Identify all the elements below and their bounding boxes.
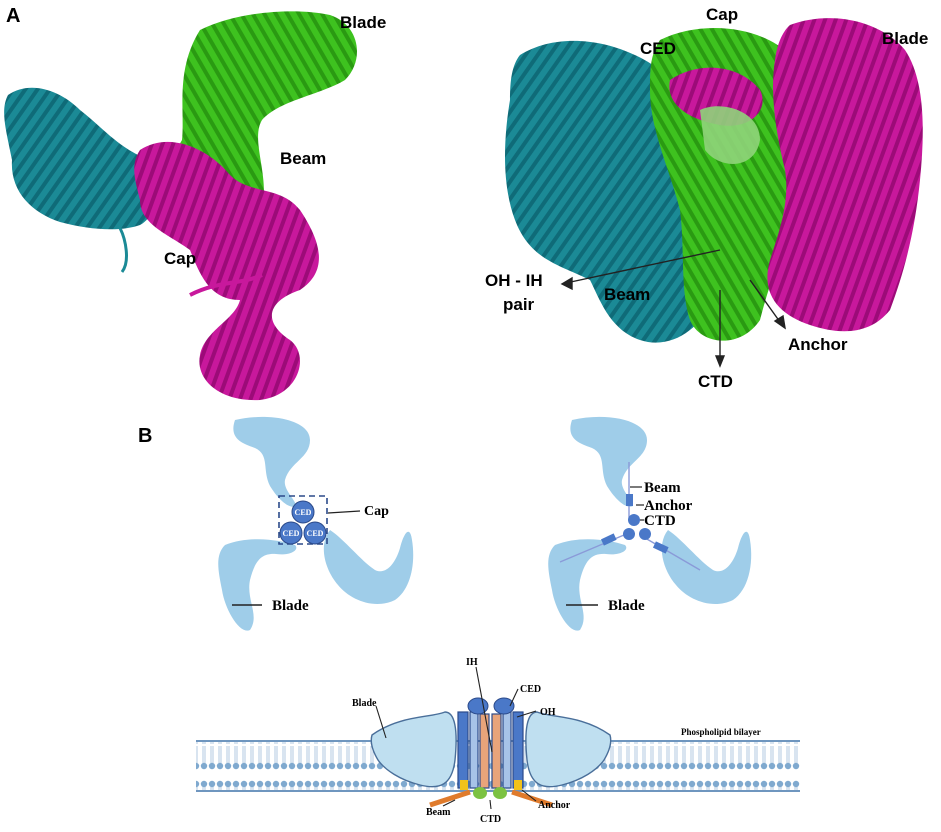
a-left-blade-label: Blade: [340, 13, 386, 32]
panel-a-right-structure: [505, 18, 923, 343]
teal-subunit: [4, 87, 159, 230]
blade-shape-left: [218, 539, 297, 631]
ctd-dot-top: [628, 514, 640, 526]
a-right-oh-ih-label-line1: OH - IH: [485, 271, 543, 290]
ctd-dot-left: [623, 528, 635, 540]
anchor-block-top: [626, 494, 633, 506]
b-bottom-ctd-label: CTD: [480, 814, 501, 825]
b-tr-blade-label: Blade: [608, 598, 645, 614]
a-right-beam-label: Beam: [604, 285, 650, 304]
panel-a-left-structure: [4, 11, 357, 401]
ced-label-3: CED: [307, 529, 324, 538]
panel-a-letter: A: [6, 5, 20, 27]
panel-b-letter: B: [138, 425, 152, 447]
blade-shape-right: [323, 530, 414, 605]
b-bottom-beam-label: Beam: [426, 807, 451, 818]
b-tl-blade-label: Blade: [272, 598, 309, 614]
b-bottom-channel: [370, 697, 612, 808]
b-ctd-label: CTD: [644, 513, 676, 529]
ced-label-1: CED: [295, 508, 312, 517]
ced-top: [291, 500, 315, 524]
b-bottom-blade-label: Blade: [352, 698, 377, 709]
a-right-arrows: [560, 249, 786, 368]
b-ih-label: IH: [466, 657, 478, 668]
b-top-left-diagram: [218, 416, 414, 631]
b-top-right-diagram: [548, 416, 752, 631]
a-right-ced-label: CED: [640, 39, 676, 58]
a-right-ctd-label: CTD: [698, 372, 733, 391]
ced-right: [303, 521, 327, 545]
b-cap-label: Cap: [364, 504, 389, 519]
anchor-block-left: [600, 533, 617, 546]
a-right-oh-ih-label-line2: pair: [503, 295, 535, 314]
blade-shape-top: [233, 416, 310, 507]
b-anchor-label: Anchor: [644, 498, 693, 514]
b-bottom-anchor-label: Anchor: [538, 800, 571, 811]
ced-label-2: CED: [283, 529, 300, 538]
a-right-blade-label: Blade: [882, 29, 928, 48]
a-left-cap-label: Cap: [164, 249, 196, 268]
magenta-subunit: [134, 141, 319, 401]
a-left-beam-label: Beam: [280, 149, 326, 168]
magenta-subunit-side: [767, 18, 923, 332]
b-beam-label: Beam: [644, 480, 681, 496]
b-ced-label: CED: [520, 684, 541, 695]
cap-box: [278, 495, 328, 545]
ced-left: [279, 521, 303, 545]
b-oh-label: OH: [540, 707, 556, 718]
a-right-anchor-label: Anchor: [788, 335, 848, 354]
b-membrane-label: Phospholipid bilayer: [681, 727, 761, 737]
anchor-block-right: [652, 541, 669, 554]
b-bottom-leaders: [375, 666, 537, 810]
a-right-cap-label: Cap: [706, 5, 738, 24]
ctd-dot-right: [639, 528, 651, 540]
